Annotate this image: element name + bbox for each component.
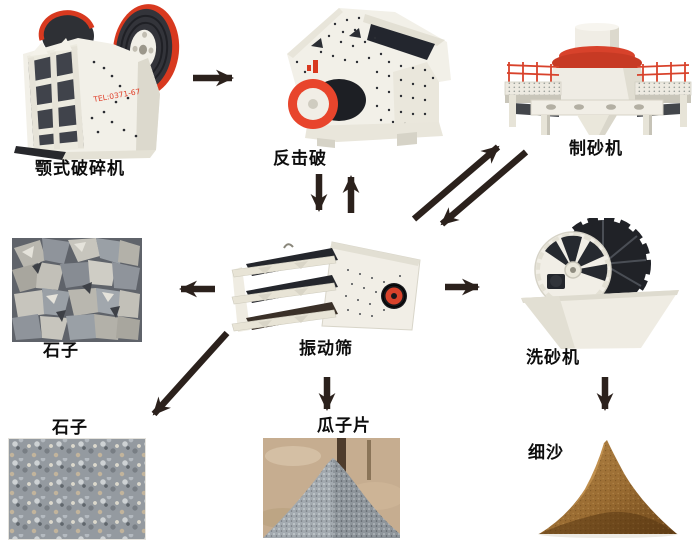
sand-maker-illustration — [503, 22, 693, 136]
arrow-screen-to-sandmaker — [411, 144, 501, 222]
guard-railing-icon — [506, 62, 690, 82]
jaw-crusher-label: 颚式破碎机 — [35, 159, 125, 179]
melon-seed-chip-label: 瓜子片 — [317, 416, 371, 436]
melon-seed-chip-photo — [257, 438, 405, 542]
sand-washer-image — [521, 218, 679, 349]
arrow-sandmaker-to-screen — [439, 149, 529, 227]
impact-crusher-image — [287, 8, 451, 148]
fine-sand-label: 细沙 — [528, 443, 564, 463]
stone-mid-label: 石子 — [43, 341, 79, 361]
vibrating-screen-label: 振动筛 — [299, 339, 353, 359]
impact-crusher-illustration — [277, 2, 462, 150]
arrow-screen-to-stone-bottom — [151, 330, 230, 417]
stone-bottom-label: 石子 — [52, 418, 88, 438]
sand-maker-label: 制砂机 — [569, 139, 623, 159]
gravel-photo — [8, 438, 146, 540]
vibrating-screen-illustration — [228, 240, 426, 336]
impact-crusher-label: 反击破 — [273, 149, 327, 169]
jaw-crusher-illustration: TEL:0371-67 — [8, 2, 198, 160]
vibrating-screen-image — [231, 241, 421, 332]
sand-maker-image — [504, 23, 692, 135]
sand-washer-label: 洗砂机 — [526, 348, 580, 368]
sand-washer-illustration — [519, 218, 681, 352]
jaw-crusher-image: TEL:0371-67 — [14, 4, 180, 160]
fine-sand-photo — [537, 437, 679, 542]
stone-photo-mid — [12, 238, 142, 346]
